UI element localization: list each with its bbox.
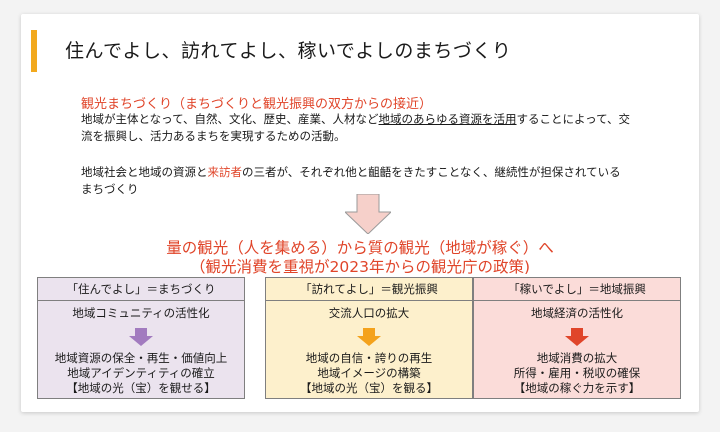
column-line: 【地域の光（宝）を観せる】 [66,381,216,395]
visitor-highlight: 来訪者 [207,165,243,179]
down-arrow-icon [357,328,381,346]
column-subtitle: 地域コミュニティの活性化 [72,306,210,320]
column-line: 地域消費の拡大 [536,351,618,365]
three-parties-text-a: 地域社会と地域の資源と [81,165,208,179]
down-arrow-icon [565,328,589,346]
column-subtitle: 地域経済の活性化 [531,306,623,320]
column-body: 地域の自信・誇りの再生 地域イメージの構築 【地域の光（宝）を観る】 [266,351,472,396]
column-visiting: 「訪れてよし」＝観光振興 交流人口の拡大 地域の自信・誇りの再生 地域イメージの… [265,277,473,399]
column-earning: 「稼いでよし」＝地域振興 地域経済の活性化 地域消費の拡大 所得・雇用・税収の確… [473,277,681,399]
column-header: 「訪れてよし」＝観光振興 [266,278,472,301]
down-arrow-icon [129,328,153,346]
column-header: 「稼いでよし」＝地域振興 [474,278,680,301]
section-heading: 観光まちづくり（まちづくりと観光振興の双方からの接近） [81,97,433,112]
column-line: 地域資源の保全・再生・価値向上 [54,351,228,365]
policy-banner-line-1: 量の観光（人を集める）から質の観光（地域が稼ぐ）へ [166,239,554,257]
three-parties-text-b: の三者が、それぞれ他と齟齬をきたすことなく、継続性が担保されている [242,165,621,179]
policy-banner-line-2: （観光消費を重視が2023年からの観光庁の政策) [190,258,530,276]
definition-line-2: 流を振興し、活力あるまちを実現するための活動。 [81,129,346,143]
definition-underlined: 地域のあらゆる資源を活用 [378,112,517,126]
slide-title: 住んでよし、訪れてよし、稼いでよしのまちづくり [65,40,512,62]
column-line: 地域アイデンティティの確立 [67,366,215,380]
down-arrow-icon [345,194,391,234]
slide: 住んでよし、訪れてよし、稼いでよしのまちづくり 観光まちづくり（まちづくりと観光… [21,14,699,412]
column-line: 地域イメージの構築 [317,366,421,380]
column-header: 「住んでよし」＝まちづくり [38,278,244,301]
column-line: 地域の自信・誇りの再生 [305,351,433,365]
three-parties-paragraph: 地域社会と地域の資源と来訪者の三者が、それぞれ他と齟齬をきたすことなく、継続性が… [81,164,681,198]
title-accent-bar [31,30,37,72]
column-line: 【地域の光（宝）を観る】 [300,381,438,395]
definition-line-1: 地域が主体となって、自然、文化、歴史、産業、人材など地域のあらゆる資源を活用する… [81,111,681,128]
definition-text-b: することによって、交 [516,112,631,126]
three-parties-line-1: 地域社会と地域の資源と来訪者の三者が、それぞれ他と齟齬をきたすことなく、継続性が… [81,164,681,181]
definition-paragraph: 地域が主体となって、自然、文化、歴史、産業、人材など地域のあらゆる資源を活用する… [81,111,681,145]
column-body: 地域資源の保全・再生・価値向上 地域アイデンティティの確立 【地域の光（宝）を観… [38,351,244,396]
column-line: 【地域の稼ぐ力を示す】 [513,381,641,395]
column-subtitle: 交流人口の拡大 [328,306,410,320]
column-line: 所得・雇用・税収の確保 [513,366,641,380]
column-living: 「住んでよし」＝まちづくり 地域コミュニティの活性化 地域資源の保全・再生・価値… [37,277,245,399]
three-parties-line-2: まちづくり [81,182,139,196]
definition-text-a: 地域が主体となって、自然、文化、歴史、産業、人材など [81,112,379,126]
column-body: 地域消費の拡大 所得・雇用・税収の確保 【地域の稼ぐ力を示す】 [474,351,680,396]
